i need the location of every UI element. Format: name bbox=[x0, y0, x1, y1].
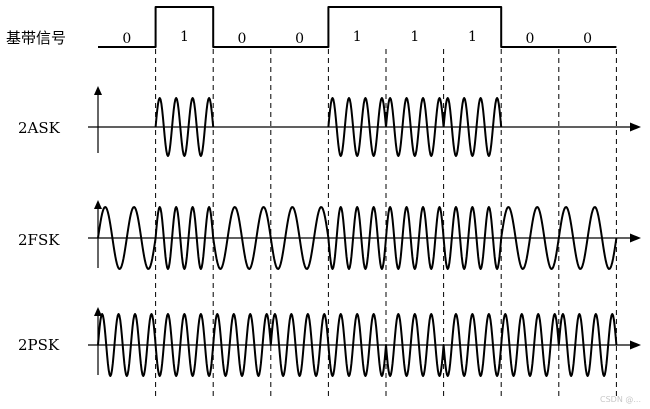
time-axis-arrow bbox=[630, 122, 641, 132]
bit-label: 0 bbox=[526, 31, 535, 47]
waveform-trace-ask bbox=[154, 97, 503, 157]
vertical-axis-arrow bbox=[94, 307, 102, 316]
time-axis-arrow bbox=[630, 340, 641, 350]
row-2fsk: 2FSK bbox=[18, 200, 641, 270]
bit-label: 1 bbox=[468, 29, 477, 45]
baseband-label: 基带信号 bbox=[6, 29, 66, 47]
bit-label: 0 bbox=[238, 31, 247, 47]
watermark: CSDN @... bbox=[600, 395, 641, 404]
waveform-trace-fsk bbox=[97, 206, 618, 270]
axis-2ask bbox=[88, 86, 641, 153]
baseband-signal bbox=[98, 6, 617, 48]
row-label-2psk: 2PSK bbox=[18, 336, 60, 354]
bit-label: 0 bbox=[295, 31, 304, 47]
bit-label: 1 bbox=[410, 29, 419, 45]
axis-2psk bbox=[88, 307, 641, 375]
vertical-axis-arrow bbox=[94, 200, 102, 209]
row-label-2ask: 2ASK bbox=[18, 119, 61, 137]
waveform-2ask bbox=[154, 97, 503, 157]
vertical-axis-arrow bbox=[94, 86, 102, 95]
row-2psk: 2PSK bbox=[18, 307, 641, 377]
bit-label: 0 bbox=[122, 31, 131, 47]
row-2ask: 2ASK bbox=[18, 86, 641, 157]
waveform-2psk bbox=[97, 313, 618, 377]
waveform-2fsk bbox=[97, 206, 618, 270]
time-axis-arrow bbox=[630, 233, 641, 243]
bit-label: 1 bbox=[180, 29, 189, 45]
bit-label: 1 bbox=[353, 29, 362, 45]
bit-label: 0 bbox=[583, 31, 592, 47]
baseband-trace bbox=[98, 6, 617, 48]
bit-boundary-lines bbox=[155, 49, 617, 398]
row-label-2fsk: 2FSK bbox=[18, 231, 60, 249]
waveform-trace-psk bbox=[97, 313, 618, 377]
bit-labels: 0 1 0 0 1 1 1 0 0 bbox=[122, 29, 592, 47]
